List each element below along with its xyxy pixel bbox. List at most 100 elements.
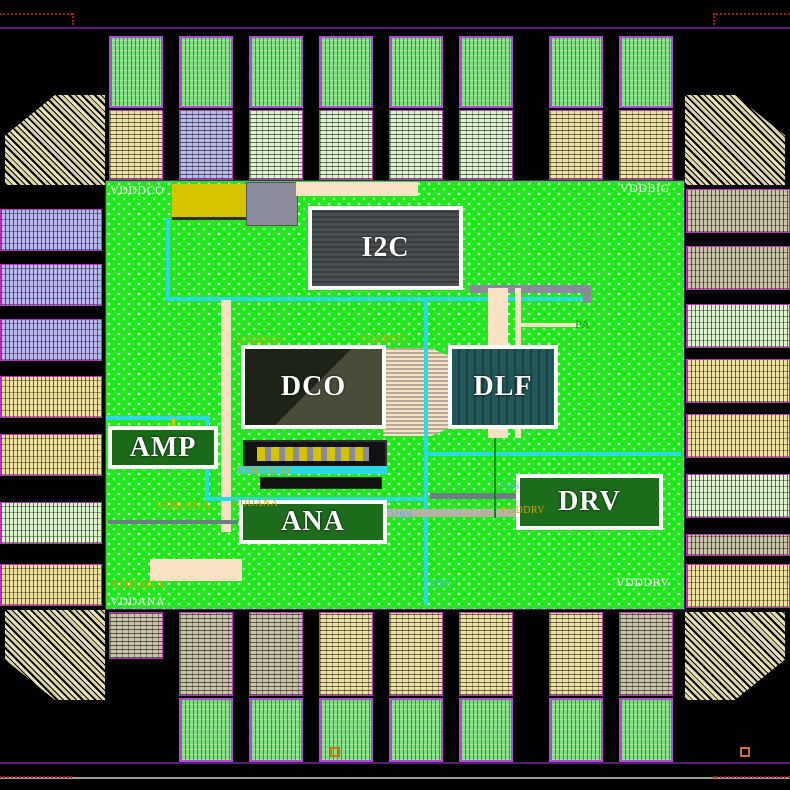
right-pad — [684, 355, 790, 407]
pad-io-cell — [109, 110, 163, 180]
pad-io-cell — [109, 612, 163, 659]
block-dlf[interactable]: DLF — [448, 345, 558, 429]
block-amp[interactable]: AMP — [108, 426, 218, 469]
green-signal-v — [494, 438, 496, 518]
pad-io-cell — [686, 414, 790, 458]
pad-bond-area — [619, 698, 673, 762]
top-pad — [175, 30, 237, 180]
dco-beige-fanout — [383, 348, 451, 436]
top-pad — [545, 30, 607, 180]
pad-io-cell — [0, 564, 102, 606]
top-beige-strip — [296, 182, 418, 196]
dco-cap-cyan — [237, 466, 387, 474]
right-pad — [684, 242, 790, 294]
power-cyan-amp-loop — [106, 416, 210, 420]
corner-marker-top-left-v — [72, 13, 74, 25]
grey-strip-v — [583, 285, 591, 303]
block-dco[interactable]: DCO — [241, 345, 386, 429]
pad-io-cell — [459, 110, 513, 180]
corner-marker-top-left — [0, 13, 72, 15]
pad-io-cell — [179, 612, 233, 696]
block-dlf-label: DLF — [473, 371, 533, 402]
block-dco-label: DCO — [280, 371, 347, 402]
corner-marker-top-right — [713, 13, 790, 15]
net-label-vdddrv-drv: VDDDRV — [500, 505, 545, 516]
top-pad — [105, 30, 167, 180]
right-pad — [684, 470, 790, 522]
right-pad — [684, 410, 790, 462]
pad-bond-area — [619, 36, 673, 108]
top-pad — [385, 30, 447, 180]
amp-yellow-stub — [172, 418, 175, 430]
net-label-vss-bottom: VSS — [428, 576, 452, 590]
net-label-vdddrv-bottom: VDDDRV — [616, 575, 670, 589]
dco-cap-lower — [260, 477, 382, 489]
net-label-vdddco-dco-left: VDDDCO — [236, 336, 282, 347]
bottom-pad — [455, 610, 517, 762]
pad-io-cell — [389, 110, 443, 180]
misc-grey-cells — [246, 182, 298, 226]
bottom-pad — [245, 610, 307, 762]
pad-bond-area — [549, 36, 603, 108]
pad-io-cell — [0, 502, 102, 544]
orange-marker-bottom-right — [740, 747, 750, 757]
left-pad — [0, 430, 104, 480]
pad-io-cell — [619, 110, 673, 180]
net-label-vss-drv: VSS — [500, 481, 520, 492]
block-drv[interactable]: DRV — [516, 474, 663, 530]
pad-io-cell — [0, 209, 102, 251]
pad-io-cell — [319, 612, 373, 696]
pad-io-cell — [686, 189, 790, 233]
left-pad — [0, 260, 104, 310]
left-pad — [0, 560, 104, 610]
bottom-pad — [315, 610, 377, 762]
orange-marker-bottom-mid — [330, 747, 340, 757]
beige-pad-ana — [150, 559, 242, 581]
bottom-pad — [105, 610, 167, 762]
pad-bond-area — [179, 36, 233, 108]
pad-bond-area — [249, 698, 303, 762]
pad-io-cell — [549, 612, 603, 696]
corner-marker-bottom-right — [713, 776, 790, 778]
drv-grey-strip — [430, 493, 520, 499]
right-pad — [684, 185, 790, 237]
left-pad — [0, 498, 104, 548]
net-label-vddana-bottom-1: VDDANA — [110, 577, 165, 591]
left-pad — [0, 205, 104, 255]
pad-bond-area — [319, 36, 373, 108]
grey-bus-h — [108, 520, 238, 524]
block-ana[interactable]: ANA — [239, 500, 387, 544]
pad-io-cell — [0, 376, 102, 418]
pad-io-cell — [459, 612, 513, 696]
io-corner-bottom-left — [5, 610, 105, 700]
pad-bond-area — [249, 36, 303, 108]
dco-cap-array-inner — [257, 447, 369, 461]
block-i2c-label: I2C — [361, 232, 410, 263]
right-pad — [684, 560, 790, 612]
pad-bond-area — [549, 698, 603, 762]
pad-io-cell — [686, 304, 790, 348]
left-pad — [0, 315, 104, 365]
pad-bond-area — [459, 698, 513, 762]
pad-io-cell — [619, 612, 673, 696]
pad-io-cell — [686, 246, 790, 290]
left-pad — [0, 372, 104, 422]
io-corner-bottom-right — [685, 610, 785, 700]
block-i2c[interactable]: I2C — [308, 206, 463, 290]
corner-marker-top-right-v — [713, 13, 715, 25]
beige-bus-v1 — [221, 300, 231, 532]
bottom-grey-line — [0, 777, 790, 779]
pad-bond-area — [459, 36, 513, 108]
bottom-pad — [545, 610, 607, 762]
pad-io-cell — [549, 110, 603, 180]
right-pad — [684, 530, 790, 560]
pad-bond-area — [319, 698, 373, 762]
power-ring-cyan-v1 — [166, 218, 170, 300]
pad-io-cell — [389, 612, 443, 696]
top-pad — [615, 30, 677, 180]
net-label-vddana-bottom-2: VDDANA — [110, 594, 165, 608]
pad-io-cell — [686, 359, 790, 403]
power-ring-cyan-h1 — [166, 297, 586, 301]
block-ana-label: ANA — [281, 506, 345, 537]
bottom-pad — [615, 610, 677, 762]
